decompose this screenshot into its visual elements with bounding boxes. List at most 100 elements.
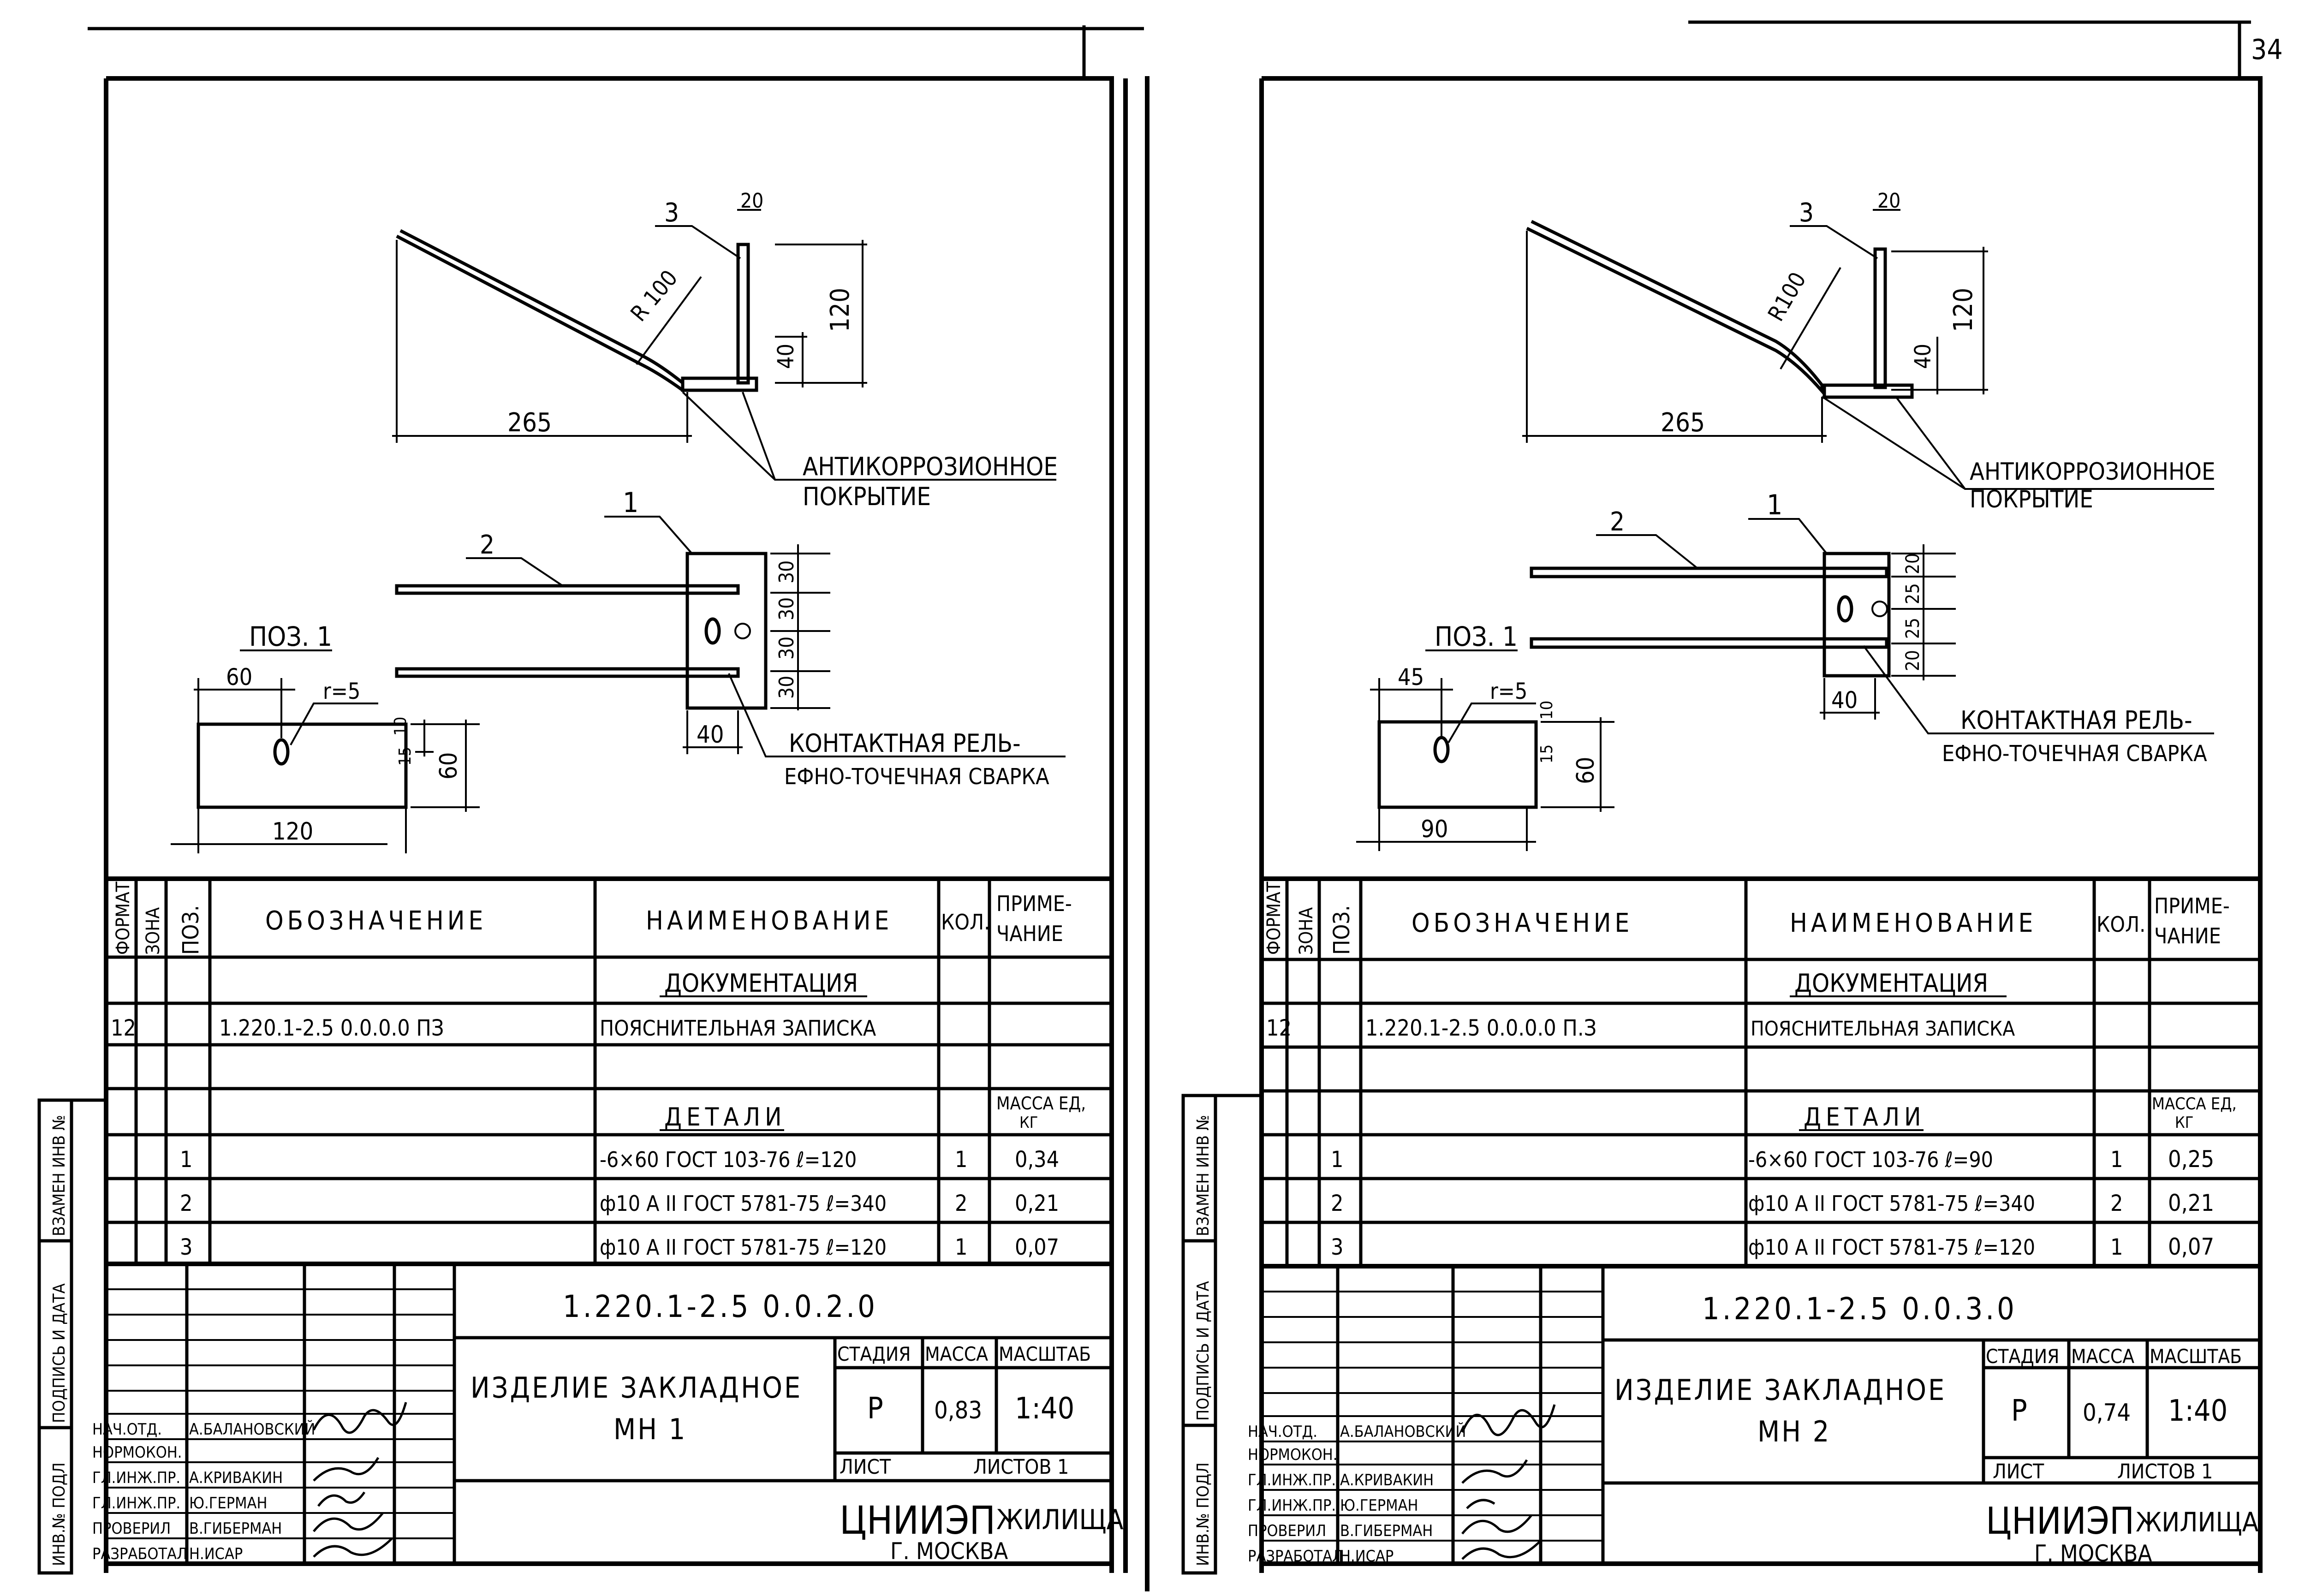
row2-name: ф10 A II ГОСТ 5781-75 ℓ=340 [600,1191,887,1216]
row3-qty: 1 [955,1234,967,1260]
coating-label-1-2: АНТИКОРРОЗИОННОЕ [1970,458,2216,486]
weld-point-2 [1871,601,1888,617]
row1-pos: 1 [180,1147,192,1173]
plate-hole-2 [1837,595,1853,623]
role-gl-inzh-1-2: ГЛ.ИНЖ.ПР. [1248,1471,1336,1489]
hdr-name-2: НАИМЕНОВАНИЕ [1790,908,2037,938]
signature-4-2 [1461,1514,1532,1535]
tb-product-1: ИЗДЕЛИЕ ЗАКЛАДНОЕ [471,1371,802,1405]
bar-bottom [395,667,740,678]
detail-dim-60: 60 [435,752,463,780]
plate-edge-2 [1823,383,1914,399]
dim-40-plan-2: 40 [1831,687,1858,714]
detail-dim-120: 120 [272,818,313,846]
signature-4 [313,1512,384,1532]
name-isar-2: Н.ИСАР [1340,1547,1394,1566]
dim-25-b: 25 [1902,618,1924,639]
tb-product-2: МН 1 [613,1412,687,1446]
radius-label: R 100 [625,265,683,327]
dim-20-2: 20 [1877,189,1900,213]
role-gl-inzh-2-2: ГЛ.ИНЖ.ПР. [1248,1496,1336,1515]
plan-view: 2 1 30 30 30 30 40 КОНТАКТНАЯ РЕЛЬ- ЕФНО… [395,487,1066,790]
name-balanovsky: А.БАЛАНОВСКИЙ [189,1420,315,1439]
row2-name-2: ф10 A II ГОСТ 5781-75 ℓ=340 [1748,1191,2035,1216]
tb-scale-h: МАСШТАБ [999,1343,1091,1365]
role-nach-otd-2: НАЧ.ОТД. [1248,1423,1317,1441]
dim-40: 40 [773,344,799,369]
detail-dim-15-2: 15 [1537,744,1556,763]
pos1-label: 1 [623,487,638,519]
tb-stage-h-2: СТАДИЯ [1986,1345,2059,1368]
spec-table-2: ФОРМАТ ЗОНА ПОЗ. ОБОЗНАЧЕНИЕ НАИМЕНОВАНИ… [1262,876,2260,1268]
signature-5 [313,1537,393,1558]
pos3-label: 3 [664,198,679,228]
plan-view-2: 2 1 20 25 25 20 40 КОНТАКТНАЯ РЕЛЬ- ЕФНО… [1530,489,2214,767]
name-isar: Н.ИСАР [189,1545,243,1563]
row3-pos: 3 [180,1234,192,1260]
pos2-label: 2 [480,530,494,560]
detail-title: ПОЗ. 1 [249,621,332,652]
pos2-label-2: 2 [1610,507,1625,537]
row1-name-2: -6×60 ГОСТ 103-76 ℓ=90 [1748,1147,1993,1172]
hdr-qty-2: КОЛ. [2096,912,2145,937]
detail-dim-left-2: 45 [1398,664,1424,691]
dim-20-b: 20 [1902,650,1924,671]
role-razrabotal-2: РАЗРАБОТАЛ [1248,1547,1343,1566]
vertical-bar [736,243,750,385]
side-inv: ИНВ.№ ПОДЛ [50,1462,69,1566]
side-podpis-2: ПОДПИСЬ И ДАТА [1194,1281,1213,1421]
doc-name-2: ПОЯСНИТЕЛЬНАЯ ЗАПИСКА [1751,1017,2015,1041]
sheet-mn1: 265 20 120 40 R 100 3 АНТИКОРРОЗИОННОЕ П… [37,76,1128,1575]
section-docs: ДОКУМЕНТАЦИЯ [664,969,858,998]
doc-name: ПОЯСНИТЕЛЬНАЯ ЗАПИСКА [600,1016,876,1041]
hdr-qty: КОЛ. [941,910,990,935]
dim-25-a: 25 [1902,583,1924,604]
bar-top [395,584,740,595]
side-inv-2: ИНВ.№ ПОДЛ [1194,1462,1213,1566]
detail-pos1: ПОЗ. 1 60 r=5 10 15 60 120 [171,621,480,853]
hdr-name: НАИМЕНОВАНИЕ [646,906,893,936]
role-gl-inzh-1: ГЛ.ИНЖ.ПР. [92,1469,180,1487]
hdr-format: ФОРМАТ [113,881,134,955]
dim-30-d: 30 [775,676,798,699]
row1-mass: 0,34 [1015,1147,1059,1173]
dim-20-a: 20 [1902,553,1924,574]
tb-code: 1.220.1-2.5 0.0.2.0 [563,1289,878,1324]
mass-unit-1: МАССА ЕД, [996,1093,1086,1114]
detail-dim-left: 60 [226,664,252,691]
hdr-pos: ПОЗ. [178,905,204,955]
dim-20: 20 [740,189,763,213]
detail-dim-10: 10 [391,717,410,736]
weld-label-1: КОНТАКТНАЯ РЕЛЬ- [789,729,1021,758]
plate-plan [685,552,768,710]
row3-mass-2: 0,07 [2168,1233,2214,1260]
signature-5-2 [1461,1540,1542,1560]
hdr-note-2: ЧАНИЕ [996,921,1063,946]
tb-org-2: ЦНИИЭП [1986,1500,2134,1542]
dim-30-c: 30 [775,637,798,660]
dim-265-2: 265 [1661,408,1705,438]
row1-name: -6×60 ГОСТ 103-76 ℓ=120 [600,1147,857,1172]
tb-sheets-2: ЛИСТОВ 1 [2117,1460,2213,1483]
weld-label-2-2: ЕФНО-ТОЧЕЧНАЯ СВАРКА [1942,741,2207,767]
row3-name: ф10 A II ГОСТ 5781-75 ℓ=120 [600,1235,887,1260]
pos3-label-2: 3 [1799,198,1814,228]
hdr-note-2-2: ЧАНИЕ [2154,923,2221,948]
dim-30-a: 30 [775,560,798,584]
row1-qty: 1 [955,1147,967,1173]
hdr-format-2: ФОРМАТ [1263,881,1285,955]
row3-pos-2: 3 [1331,1234,1343,1260]
coating-label-2: ПОКРЫТИЕ [803,482,931,511]
tb-scale-h-2: МАСШТАБ [2150,1345,2242,1368]
hdr-note-1-2: ПРИМЕ- [2154,893,2230,918]
row2-pos-2: 2 [1331,1191,1343,1216]
role-proveril-2: ПРОВЕРИЛ [1248,1522,1326,1540]
hdr-pos-2: ПОЗ. [1329,905,1355,955]
signature-3 [317,1491,366,1507]
doc-format-2: 12 [1266,1015,1292,1041]
name-german-2: Ю.ГЕРМАН [1340,1496,1418,1515]
signature-2-2 [1461,1459,1528,1484]
detail-hole-2 [1433,736,1450,763]
role-razrabotal: РАЗРАБОТАЛ [92,1545,187,1563]
side-vzamen: ВЗАМЕН ИНВ № [50,1115,69,1236]
